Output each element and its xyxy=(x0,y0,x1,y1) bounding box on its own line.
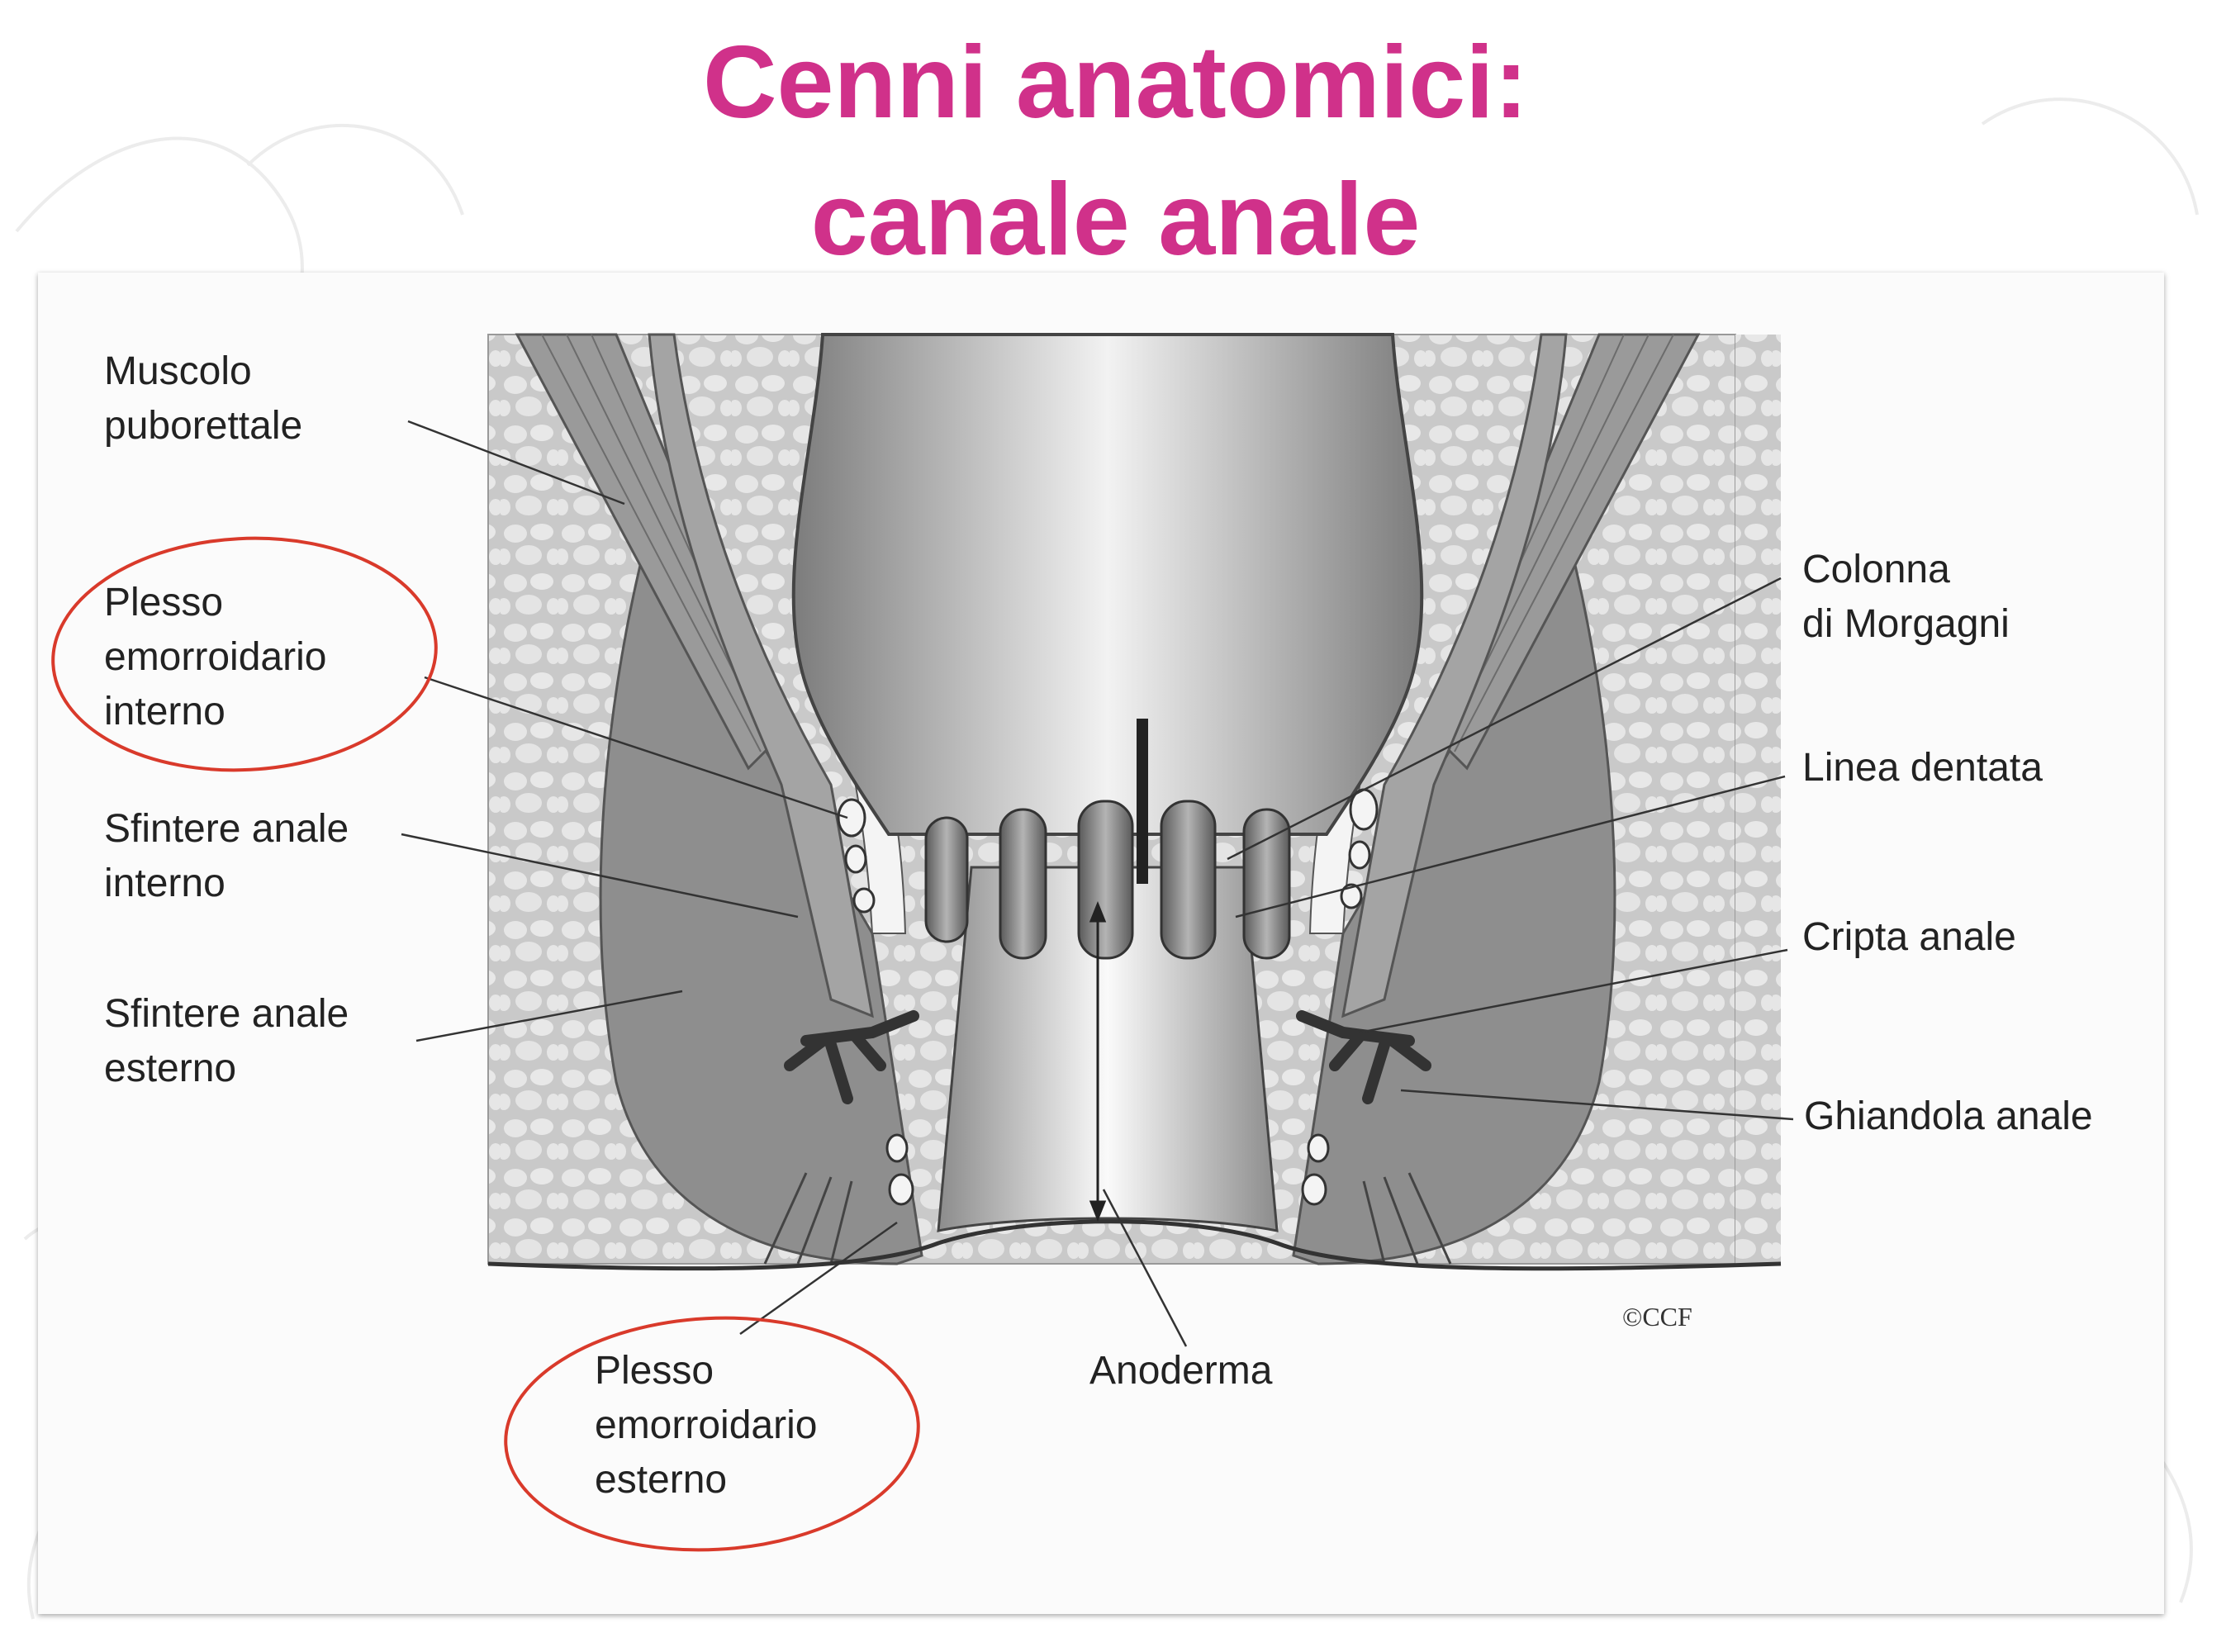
columns-of-morgagni xyxy=(924,800,1291,960)
label-muscolo-puborettale: Muscolo puborettale xyxy=(104,349,302,448)
highlights xyxy=(51,536,920,1552)
anal-gland-left xyxy=(784,1010,919,1104)
highlight-plesso-interno xyxy=(51,536,438,772)
anal-gland-right xyxy=(1296,1010,1431,1104)
label-sfintere-interno: Sfintere anale interno xyxy=(104,807,360,905)
illustration xyxy=(487,333,1782,1271)
anal-canal-diagram: Muscolo puborettale Plesso emorroidario … xyxy=(51,333,2093,1552)
page-title-line-2: canale anale xyxy=(810,163,1421,277)
copyright-mark: ©CCF xyxy=(1622,1302,1692,1332)
rectum-lumen xyxy=(791,333,1424,836)
label-anoderma: Anoderma xyxy=(1089,1349,1273,1393)
label-plesso-esterno: Plesso emorroidario esterno xyxy=(595,1349,828,1502)
anatomy-figure: Muscolo puborettale Plesso emorroidario … xyxy=(38,273,2164,1614)
label-linea-dentata: Linea dentata xyxy=(1802,746,2043,790)
label-plesso-interno: Plesso emorroidario interno xyxy=(104,581,338,733)
label-ghiandola-anale: Ghiandola anale xyxy=(1804,1094,2093,1138)
page-title-line-1: Cenni anatomici: xyxy=(702,26,1529,140)
leader-lines xyxy=(401,420,1794,1347)
highlight-plesso-esterno xyxy=(504,1316,920,1552)
label-cripta-anale: Cripta anale xyxy=(1802,915,2016,959)
label-colonna-morgagni: Colonna di Morgagni xyxy=(1802,548,2010,646)
labels: Muscolo puborettale Plesso emorroidario … xyxy=(104,349,2093,1502)
label-sfintere-esterno: Sfintere anale esterno xyxy=(104,992,360,1090)
